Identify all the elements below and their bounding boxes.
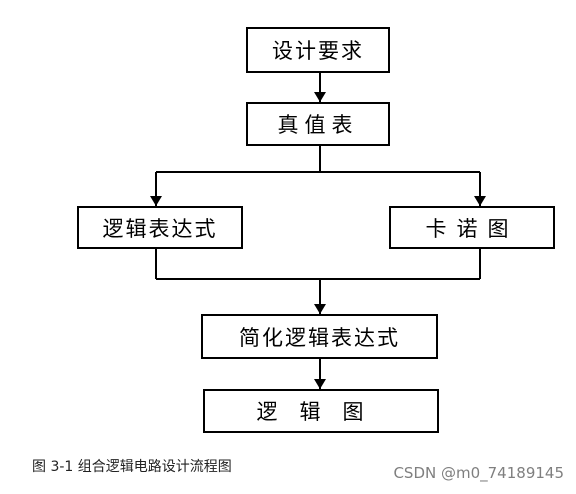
watermark: CSDN @m0_74189145 bbox=[393, 464, 564, 482]
node-simplified-logic-expression: 简化逻辑表达式 bbox=[201, 314, 438, 359]
node-karnaugh-map: 卡诺图 bbox=[389, 206, 555, 249]
node-design-requirements: 设计要求 bbox=[246, 27, 390, 73]
node-logic-expression: 逻辑表达式 bbox=[77, 206, 243, 249]
node-logic-diagram: 逻辑图 bbox=[203, 389, 439, 433]
node-truth-table: 真值表 bbox=[246, 102, 390, 146]
figure-caption: 图 3-1 组合逻辑电路设计流程图 bbox=[32, 459, 232, 475]
